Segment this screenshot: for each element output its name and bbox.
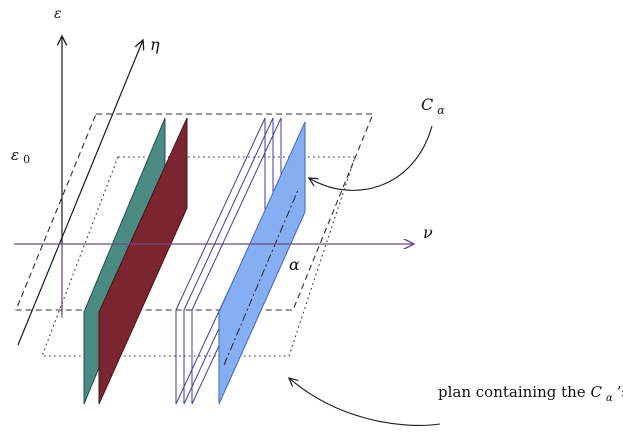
dotted-plane <box>41 156 356 357</box>
red-plane <box>98 117 188 405</box>
calpha-pointer-arrow <box>309 125 433 191</box>
plan-label: plan containing the C α ’s <box>438 383 623 405</box>
blue-plane <box>218 121 306 405</box>
eta-axis <box>17 40 143 346</box>
dashed-plane <box>15 113 374 311</box>
nu-label: ν <box>423 223 433 242</box>
alpha-label: α <box>289 255 300 274</box>
epsilon-label: ε <box>54 6 62 22</box>
eta-label: η <box>150 35 160 54</box>
calpha-label: C α <box>421 95 445 117</box>
plan-pointer-arrow <box>289 378 441 427</box>
epsilon0-label: ε 0 <box>11 146 30 166</box>
